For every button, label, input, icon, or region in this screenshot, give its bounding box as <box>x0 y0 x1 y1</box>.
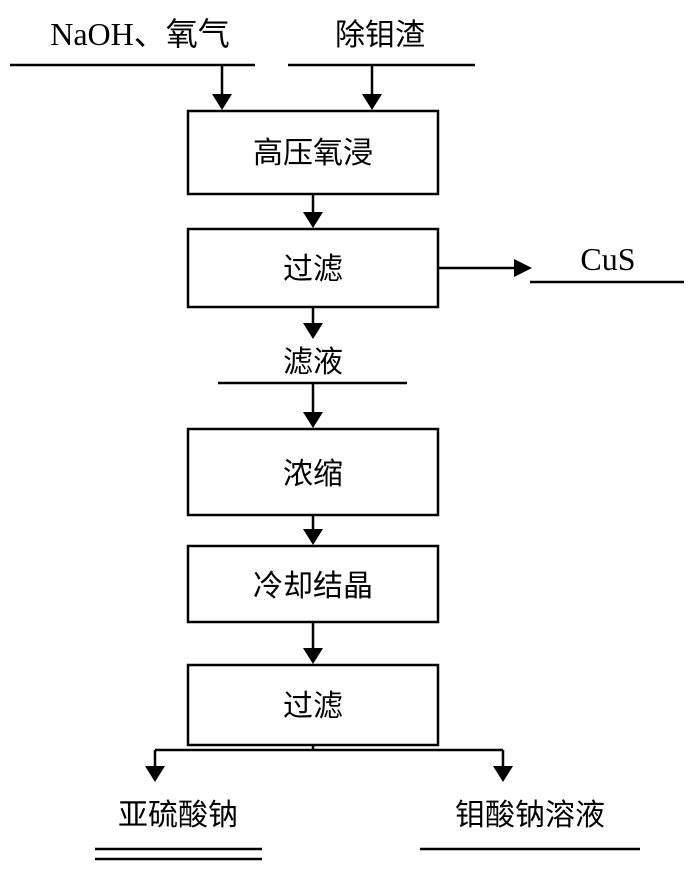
crystallize-step-box <box>186 544 440 624</box>
filter-1-step-label: 过滤 <box>283 252 343 287</box>
cus-arrowhead <box>514 259 532 277</box>
concentrate-step-label: 浓缩 <box>283 457 343 492</box>
residue-label: 除钼渣 <box>335 18 425 53</box>
crystallize-to-filter-arrowhead <box>303 648 323 664</box>
leach-to-filter-arrowhead <box>303 212 323 228</box>
leach-step-box <box>186 109 440 196</box>
product-2-label: 钼酸钠溶液 <box>455 798 605 833</box>
product-1-label: 亚硫酸钠 <box>118 798 238 833</box>
filtrate-to-concentrate-arrowhead <box>303 412 323 428</box>
filter-to-filtrate-arrowhead <box>303 323 323 339</box>
residue-arrowhead <box>362 94 382 110</box>
reagents-label: NaOH、氧气 <box>50 16 230 52</box>
filtrate-label: 滤液 <box>283 345 343 380</box>
cus-label: CuS <box>580 241 635 277</box>
product-1-arrowhead <box>145 766 165 782</box>
crystallize-step-label: 冷却结晶 <box>253 569 373 604</box>
reagents-arrowhead <box>212 94 232 110</box>
concentrate-to-crystallize-arrowhead <box>303 529 323 545</box>
product-2-arrowhead <box>493 766 513 782</box>
leach-step-label: 高压氧浸 <box>253 136 373 171</box>
filter-2-step-label: 过滤 <box>283 689 343 724</box>
